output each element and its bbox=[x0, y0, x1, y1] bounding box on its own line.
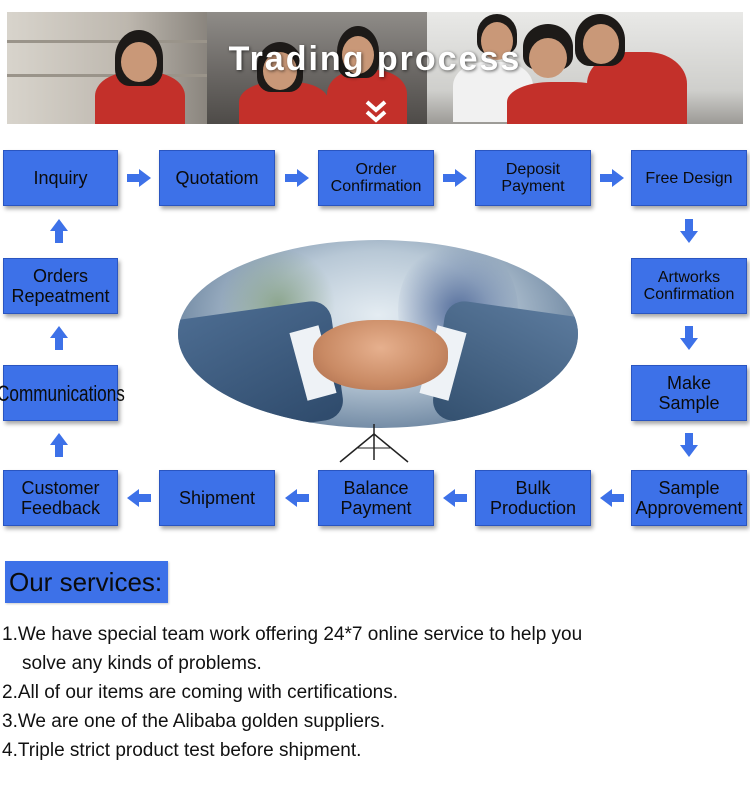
services-list-item: 1.We have special team work offering 24*… bbox=[2, 624, 583, 645]
step-label-line: Confirmation bbox=[643, 286, 735, 303]
step-label-line: Payment bbox=[340, 498, 412, 518]
banner-title: Trading process bbox=[228, 40, 522, 78]
step-label-line: Sample bbox=[658, 393, 720, 413]
arrow-right-icon bbox=[443, 169, 467, 187]
step-make-sample: Make Sample bbox=[631, 365, 747, 421]
arrow-up-icon bbox=[50, 219, 68, 243]
handshake-photo bbox=[178, 240, 578, 428]
services-list: 1.We have special team work offering 24*… bbox=[2, 620, 742, 765]
arrow-up-icon bbox=[50, 433, 68, 457]
banner-person-face bbox=[121, 42, 157, 82]
step-label-line: Orders bbox=[32, 266, 88, 286]
step-quotation: Quotatiom bbox=[159, 150, 275, 206]
arrow-down-icon bbox=[680, 219, 698, 243]
arrow-left-icon bbox=[443, 489, 467, 507]
step-label-line: Feedback bbox=[20, 498, 101, 518]
step-label-line: Deposit bbox=[505, 161, 561, 178]
step-label-line: Approvement bbox=[635, 498, 743, 518]
step-orders-repeatment: Orders Repeatment bbox=[3, 258, 118, 314]
services-list-item: 3.We are one of the Alibaba golden suppl… bbox=[2, 711, 386, 732]
step-label-line: Production bbox=[489, 498, 577, 518]
services-list-item-continuation: solve any kinds of problems. bbox=[22, 653, 262, 674]
step-label-line: Balance bbox=[343, 478, 409, 498]
arrow-right-icon bbox=[127, 169, 151, 187]
step-quotation-label: Quotatiom bbox=[175, 168, 259, 188]
arrow-right-icon bbox=[285, 169, 309, 187]
step-label-line: Customer bbox=[21, 478, 100, 498]
banner-person-face bbox=[342, 36, 374, 74]
arrow-left-icon bbox=[127, 489, 151, 507]
step-free-design-label: Free Design bbox=[645, 169, 733, 187]
banner-shelf-line bbox=[7, 74, 207, 77]
step-label-line: Make bbox=[666, 373, 711, 393]
services-list-item: 2.All of our items are coming with certi… bbox=[2, 682, 398, 703]
step-shipment: Shipment bbox=[159, 470, 275, 526]
step-label-line: Sample bbox=[658, 478, 720, 498]
step-balance-payment: Balance Payment bbox=[318, 470, 434, 526]
step-customer-feedback: Customer Feedback bbox=[3, 470, 118, 526]
step-order-confirmation: Order Confirmation bbox=[318, 150, 434, 206]
banner-person-face bbox=[481, 22, 513, 60]
banner: Trading process bbox=[7, 12, 743, 124]
services-list-item: 4.Triple strict product test before ship… bbox=[2, 740, 362, 761]
step-label-line: Artworks bbox=[657, 269, 721, 286]
arrow-right-icon bbox=[600, 169, 624, 187]
step-shipment-label: Shipment bbox=[178, 488, 256, 508]
photo-handshake bbox=[313, 320, 448, 390]
step-bulk-production: Bulk Production bbox=[475, 470, 591, 526]
banner-person-face bbox=[529, 38, 567, 78]
step-sample-approvement: Sample Approvement bbox=[631, 470, 747, 526]
services-title: Our services: bbox=[5, 561, 169, 603]
step-label-line: Order bbox=[355, 161, 397, 178]
step-label-line: Confirmation bbox=[330, 178, 422, 195]
double-chevron-down-icon bbox=[365, 100, 387, 123]
step-free-design: Free Design bbox=[631, 150, 747, 206]
step-label-line: Bulk bbox=[515, 478, 551, 498]
step-label-line: Payment bbox=[501, 178, 565, 195]
step-deposit-payment: Deposit Payment bbox=[475, 150, 591, 206]
step-artworks-confirmation: Artworks Confirmation bbox=[631, 258, 747, 314]
banner-person-face bbox=[583, 24, 619, 64]
tripod-stand-icon bbox=[339, 424, 409, 463]
banner-shelf-line bbox=[7, 40, 207, 43]
step-communications-label: Communications bbox=[0, 380, 125, 406]
banner-person-face bbox=[263, 52, 297, 90]
arrow-down-icon bbox=[680, 433, 698, 457]
step-communications: Communications bbox=[0, 365, 124, 421]
arrow-up-icon bbox=[50, 326, 68, 350]
step-label-line: Repeatment bbox=[11, 286, 110, 306]
banner-person bbox=[327, 70, 407, 124]
step-inquiry: Inquiry bbox=[3, 150, 118, 206]
arrow-down-icon bbox=[680, 326, 698, 350]
step-inquiry-label: Inquiry bbox=[33, 168, 88, 188]
arrow-left-icon bbox=[285, 489, 309, 507]
arrow-left-icon bbox=[600, 489, 624, 507]
